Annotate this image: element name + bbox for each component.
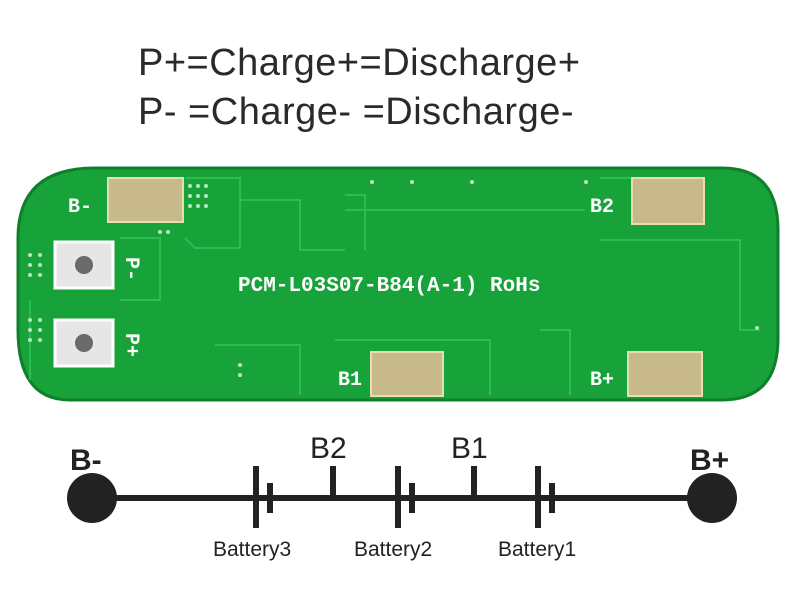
pad-b-plus — [627, 351, 703, 397]
pcb-vias — [28, 180, 759, 377]
silk-label-b-minus: B- — [68, 196, 92, 219]
pcb-traces — [29, 177, 760, 395]
pcb-board: B- B2 B1 B+ P- P+ PCM-L03S07-B84(A-1) Ro… — [16, 166, 780, 402]
schematic-label-b2: B2 — [310, 432, 347, 465]
schematic-label-b-plus: B+ — [690, 444, 729, 477]
battery-label-2: Battery2 — [354, 538, 432, 561]
terminal-p-minus — [53, 240, 115, 290]
header-line-negative: P- =Charge- =Discharge- — [138, 91, 575, 133]
header-line-positive: P+=Charge+=Discharge+ — [138, 42, 581, 84]
schematic-label-b-minus: B- — [70, 444, 102, 477]
terminal-p-plus — [53, 318, 115, 368]
silk-label-p-plus: P+ — [119, 333, 142, 357]
board-model-marking: PCM-L03S07-B84(A-1) RoHs — [238, 275, 540, 298]
schematic — [92, 466, 712, 528]
pad-b2 — [631, 177, 705, 225]
silk-label-b1: B1 — [338, 369, 362, 392]
terminal-b-plus-node — [687, 473, 737, 523]
pad-b1 — [370, 351, 444, 397]
schematic-label-b1: B1 — [451, 432, 488, 465]
pad-b-minus — [107, 177, 184, 223]
silk-label-b-plus: B+ — [590, 369, 614, 392]
silk-label-b2: B2 — [590, 196, 614, 219]
terminal-b-minus-node — [67, 473, 117, 523]
battery-label-3: Battery3 — [213, 538, 291, 561]
battery-label-1: Battery1 — [498, 538, 576, 561]
pcb-body — [16, 166, 780, 402]
silk-label-p-minus: P- — [119, 257, 142, 281]
